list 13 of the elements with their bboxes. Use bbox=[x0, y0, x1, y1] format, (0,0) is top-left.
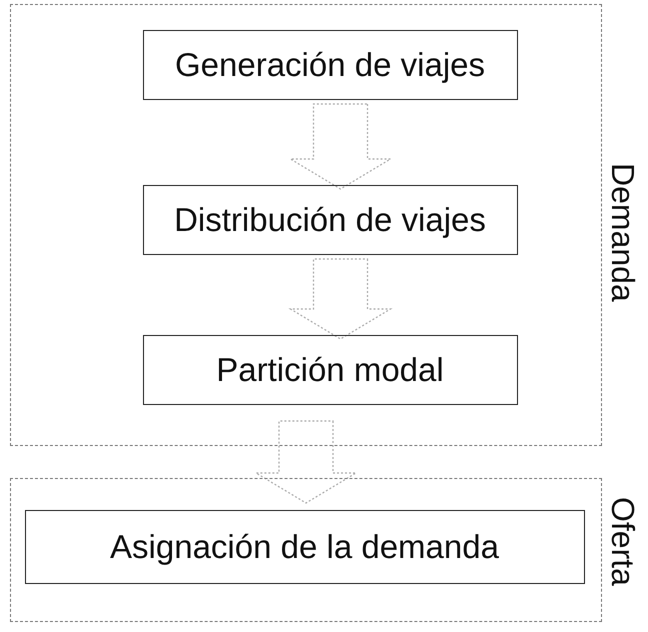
process-box bbox=[24, 510, 584, 584]
block-arrow bbox=[288, 258, 393, 340]
group-label: Oferta bbox=[604, 497, 641, 586]
process-label: Distribución de viajes bbox=[174, 200, 486, 238]
group-label: Demanda bbox=[604, 163, 641, 302]
block-arrow bbox=[288, 103, 393, 190]
process-label: Partición modal bbox=[216, 350, 444, 388]
process-box bbox=[142, 334, 518, 404]
block-arrow bbox=[254, 420, 358, 504]
process-label: Generación de viajes bbox=[174, 46, 486, 84]
process-box bbox=[142, 184, 518, 254]
process-box bbox=[142, 30, 518, 100]
process-label: Asignación de la demanda bbox=[110, 528, 499, 566]
